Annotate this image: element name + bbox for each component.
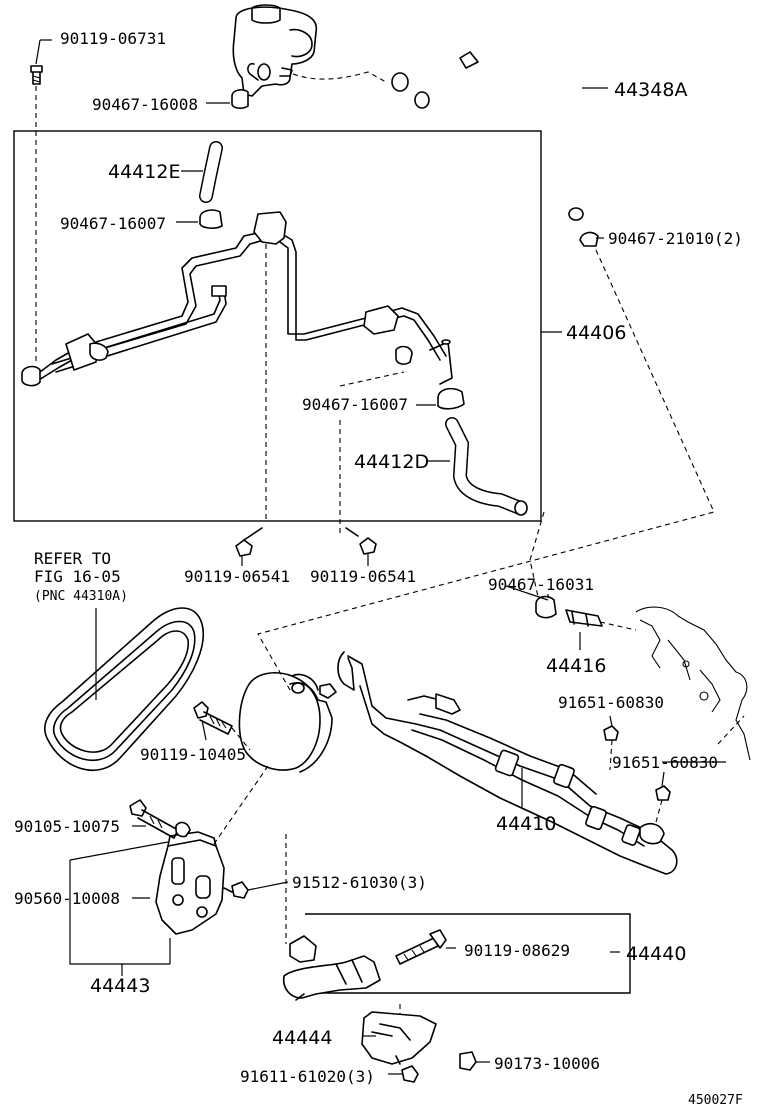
- clamp-dash-line: [339, 371, 405, 387]
- group-44443-bracket: [69, 860, 122, 965]
- hose-44412e: [200, 142, 222, 202]
- hose-44348a: [414, 48, 588, 220]
- clamp-90467-21010-lower: [579, 231, 599, 247]
- power-steering-pump: [238, 672, 337, 773]
- assembly-44406-frame: [13, 130, 542, 522]
- label-90560-10008: 90560-10008: [14, 889, 120, 908]
- clamp-90467-16008: [231, 89, 249, 109]
- diagram-id: 450027F: [688, 1093, 743, 1108]
- label-44406: 44406: [566, 322, 626, 344]
- label-90119-06541-a: 90119-06541: [184, 567, 290, 586]
- clamp-90467-21010-upper: [391, 72, 409, 92]
- bolt-91651-60830-b: [655, 785, 671, 823]
- clamp-90467-16007-a: [199, 209, 223, 229]
- routing-dash-line-2: [529, 511, 545, 607]
- bolt-90105-10075: [129, 799, 191, 839]
- label-90467-16007-b: 90467-16007: [302, 395, 408, 414]
- union-44416: [565, 609, 603, 627]
- label-90467-16031: 90467-16031: [488, 575, 594, 594]
- bracket-44443: [155, 831, 225, 935]
- label-91611-61020: 91611-61020(3): [240, 1067, 375, 1086]
- label-90105-10075: 90105-10075: [14, 817, 120, 836]
- label-90119-08629: 90119-08629: [464, 941, 570, 960]
- gasket-90467-16031: [535, 595, 557, 619]
- label-91651-60830-a: 91651-60830: [558, 693, 664, 712]
- label-44412d: 44412D: [354, 451, 429, 473]
- label-90173-10006: 90173-10006: [494, 1054, 600, 1073]
- bolt-91512-61030: [223, 881, 249, 899]
- bolt-90119-06541-b: [345, 527, 377, 555]
- label-44412e: 44412E: [108, 161, 180, 183]
- label-44440: 44440: [626, 943, 686, 965]
- hose-end-upper: [414, 91, 430, 109]
- label-90119-06731: 90119-06731: [60, 29, 166, 48]
- label-90467-16007-a: 90467-16007: [60, 214, 166, 233]
- pipe-assembly-44406: [21, 211, 453, 387]
- label-90467-21010: 90467-21010(2): [608, 229, 743, 248]
- bolt-90119-06731: [30, 65, 43, 85]
- label-90119-10405: 90119-10405: [140, 745, 246, 764]
- nut-90173-10006: [459, 1051, 477, 1071]
- refer-note-line1: REFER TO: [34, 549, 111, 568]
- label-44416: 44416: [546, 655, 606, 677]
- union-dash-line: [599, 621, 637, 631]
- label-90119-06541-b: 90119-06541: [310, 567, 416, 586]
- pump-dash-line: [213, 765, 269, 845]
- routing-dash-line: [257, 249, 715, 691]
- hose-route-line: [292, 71, 387, 83]
- refer-note-line2: FIG 16-05: [34, 567, 121, 586]
- pressure-tube-44410: [337, 651, 678, 875]
- engine-block-outline: [635, 606, 751, 761]
- label-91651-60830-b: 91651-60830: [612, 753, 718, 772]
- hose-bend-collar: [459, 51, 479, 69]
- assembly-44440-frame: [305, 913, 631, 994]
- bolt-90119-08629: [395, 929, 447, 965]
- label-44444: 44444: [272, 1027, 332, 1049]
- clamp-90467-16007-b: [437, 387, 465, 410]
- label-91512-61030: 91512-61030(3): [292, 873, 427, 892]
- label-44348a: 44348A: [614, 79, 687, 101]
- bolt-91651-60830-a: [603, 725, 619, 771]
- bracket-44444: [361, 1011, 437, 1065]
- bracket-44440: [282, 935, 381, 1001]
- label-90467-16008: 90467-16008: [92, 95, 198, 114]
- drive-belt: [44, 607, 204, 772]
- refer-note-line3: (PNC 44310A): [34, 589, 128, 604]
- bolt-91611-61020: [395, 1055, 419, 1083]
- bolt-90119-06541-a: [235, 527, 263, 557]
- reservoir-tank: [232, 4, 318, 97]
- label-44443: 44443: [90, 975, 150, 997]
- bolt-90119-10405: [193, 701, 233, 735]
- hose-end-lower: [568, 207, 584, 221]
- hose-44412d: [446, 418, 526, 514]
- hose-44412d-end: [514, 500, 528, 516]
- label-44410: 44410: [496, 813, 556, 835]
